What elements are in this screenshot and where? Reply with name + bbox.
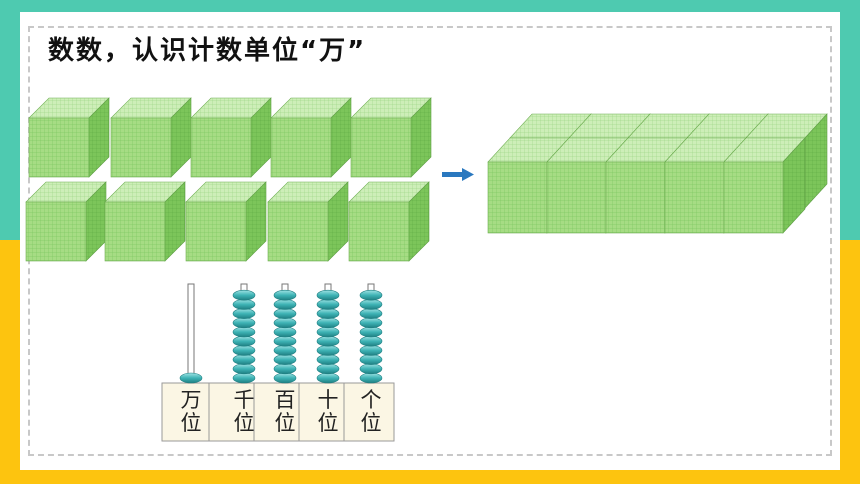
abacus-bead [316, 335, 340, 347]
abacus-bead [316, 308, 340, 319]
left-teal-band [0, 0, 20, 240]
abacus-bead [316, 372, 340, 384]
abacus-bead [232, 345, 256, 356]
abacus-bead [359, 299, 383, 310]
thousand-cube [190, 97, 272, 178]
abacus-rod [187, 283, 195, 384]
abacus-bead [273, 345, 297, 356]
abacus-bead [273, 335, 297, 347]
abacus-bead [273, 317, 297, 329]
place-label-line2: 位 [233, 411, 255, 435]
place-label: 十位 [307, 389, 349, 435]
abacus-bead [359, 289, 383, 301]
right-arrow [442, 168, 474, 181]
abacus-bead [273, 363, 297, 375]
left-yellow-band [0, 240, 20, 484]
thousand-cube [267, 181, 349, 262]
place-label: 千位 [223, 389, 265, 435]
abacus-bead [316, 345, 340, 356]
thousand-cube [348, 181, 430, 262]
abacus-bead [232, 317, 256, 329]
abacus [161, 283, 395, 442]
abacus-bead [273, 299, 297, 310]
place-label: 个位 [350, 389, 392, 435]
abacus-bead [273, 308, 297, 319]
abacus-bead [273, 326, 297, 338]
bottom-band [0, 470, 860, 484]
abacus-bead [232, 354, 256, 365]
place-label-line2: 位 [317, 411, 339, 435]
abacus-bead [232, 335, 256, 347]
abacus-bead [232, 326, 256, 338]
place-label-line1: 万 [180, 388, 202, 412]
thousand-cube [110, 97, 192, 178]
place-label-line1: 百 [274, 388, 296, 412]
thousand-cubes-group [25, 97, 432, 262]
place-label-line2: 位 [180, 411, 202, 435]
place-label: 百位 [264, 389, 306, 435]
abacus-bead [316, 317, 340, 329]
abacus-bead [232, 289, 256, 301]
place-label: 万位 [170, 389, 212, 435]
ten-thousand-block [487, 113, 828, 234]
place-label-line1: 千 [233, 388, 255, 412]
abacus-bead [359, 345, 383, 356]
place-label-line2: 位 [274, 411, 296, 435]
abacus-bead [273, 372, 297, 384]
thousand-cube [185, 181, 267, 262]
abacus-bead [232, 372, 256, 384]
abacus-bead [232, 363, 256, 375]
abacus-bead [359, 326, 383, 338]
abacus-bead [359, 308, 383, 319]
abacus-bead [316, 363, 340, 375]
abacus-bead [359, 317, 383, 329]
thousand-cube [28, 97, 110, 178]
place-label-line2: 位 [360, 411, 382, 435]
abacus-bead [316, 354, 340, 365]
abacus-bead [179, 372, 203, 384]
place-label-line1: 十 [317, 388, 339, 412]
thousand-cube [25, 181, 107, 262]
abacus-bead [359, 335, 383, 347]
abacus-bead [273, 354, 297, 365]
abacus-bead [359, 354, 383, 365]
abacus-bead [232, 299, 256, 310]
abacus-bead [359, 372, 383, 384]
abacus-bead [316, 326, 340, 338]
thousand-cube [104, 181, 186, 262]
thousand-cube [270, 97, 352, 178]
abacus-base [161, 382, 395, 442]
abacus-bead [273, 289, 297, 301]
abacus-bead [316, 289, 340, 301]
abacus-bead [232, 308, 256, 319]
abacus-bead [316, 299, 340, 310]
abacus-bead [359, 363, 383, 375]
right-yellow-band [840, 240, 860, 484]
place-label-line1: 个 [360, 388, 382, 412]
thousand-cube [350, 97, 432, 178]
block-front-cube [723, 137, 806, 234]
top-band [0, 0, 860, 12]
right-teal-band [840, 0, 860, 240]
slide-title: 数数，认识计数单位“万” [48, 36, 367, 66]
